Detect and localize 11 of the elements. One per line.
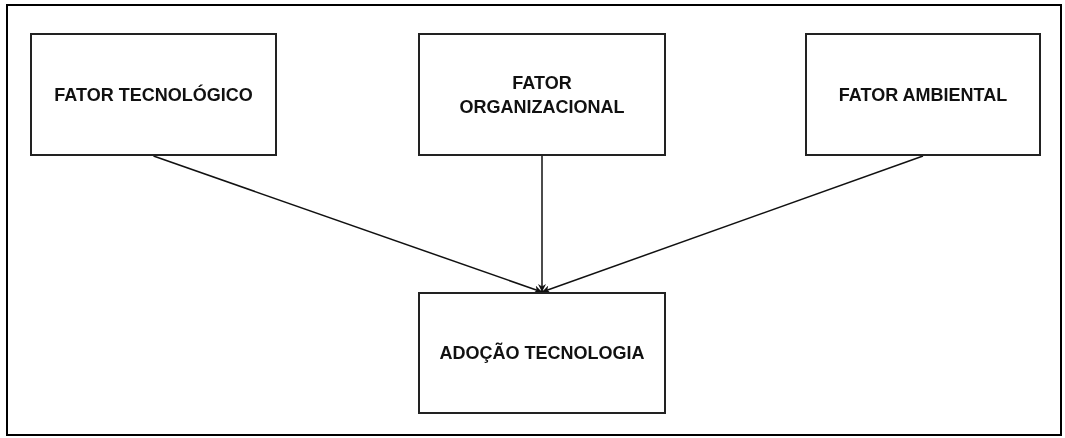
box-label: ADOÇÃO TECNOLOGIA (438, 341, 646, 365)
process-box (30, 33, 277, 156)
box-label: FATOR TECNOLÓGICO (53, 83, 254, 107)
arrow (541, 155, 924, 294)
process-box (805, 33, 1041, 156)
arrow (538, 155, 546, 293)
process-box (418, 33, 666, 156)
box-label: FATOR ORGANIZACIONAL (458, 71, 626, 119)
process-box (418, 292, 666, 414)
arrow (152, 155, 543, 294)
box-label: FATOR AMBIENTAL (837, 83, 1009, 107)
